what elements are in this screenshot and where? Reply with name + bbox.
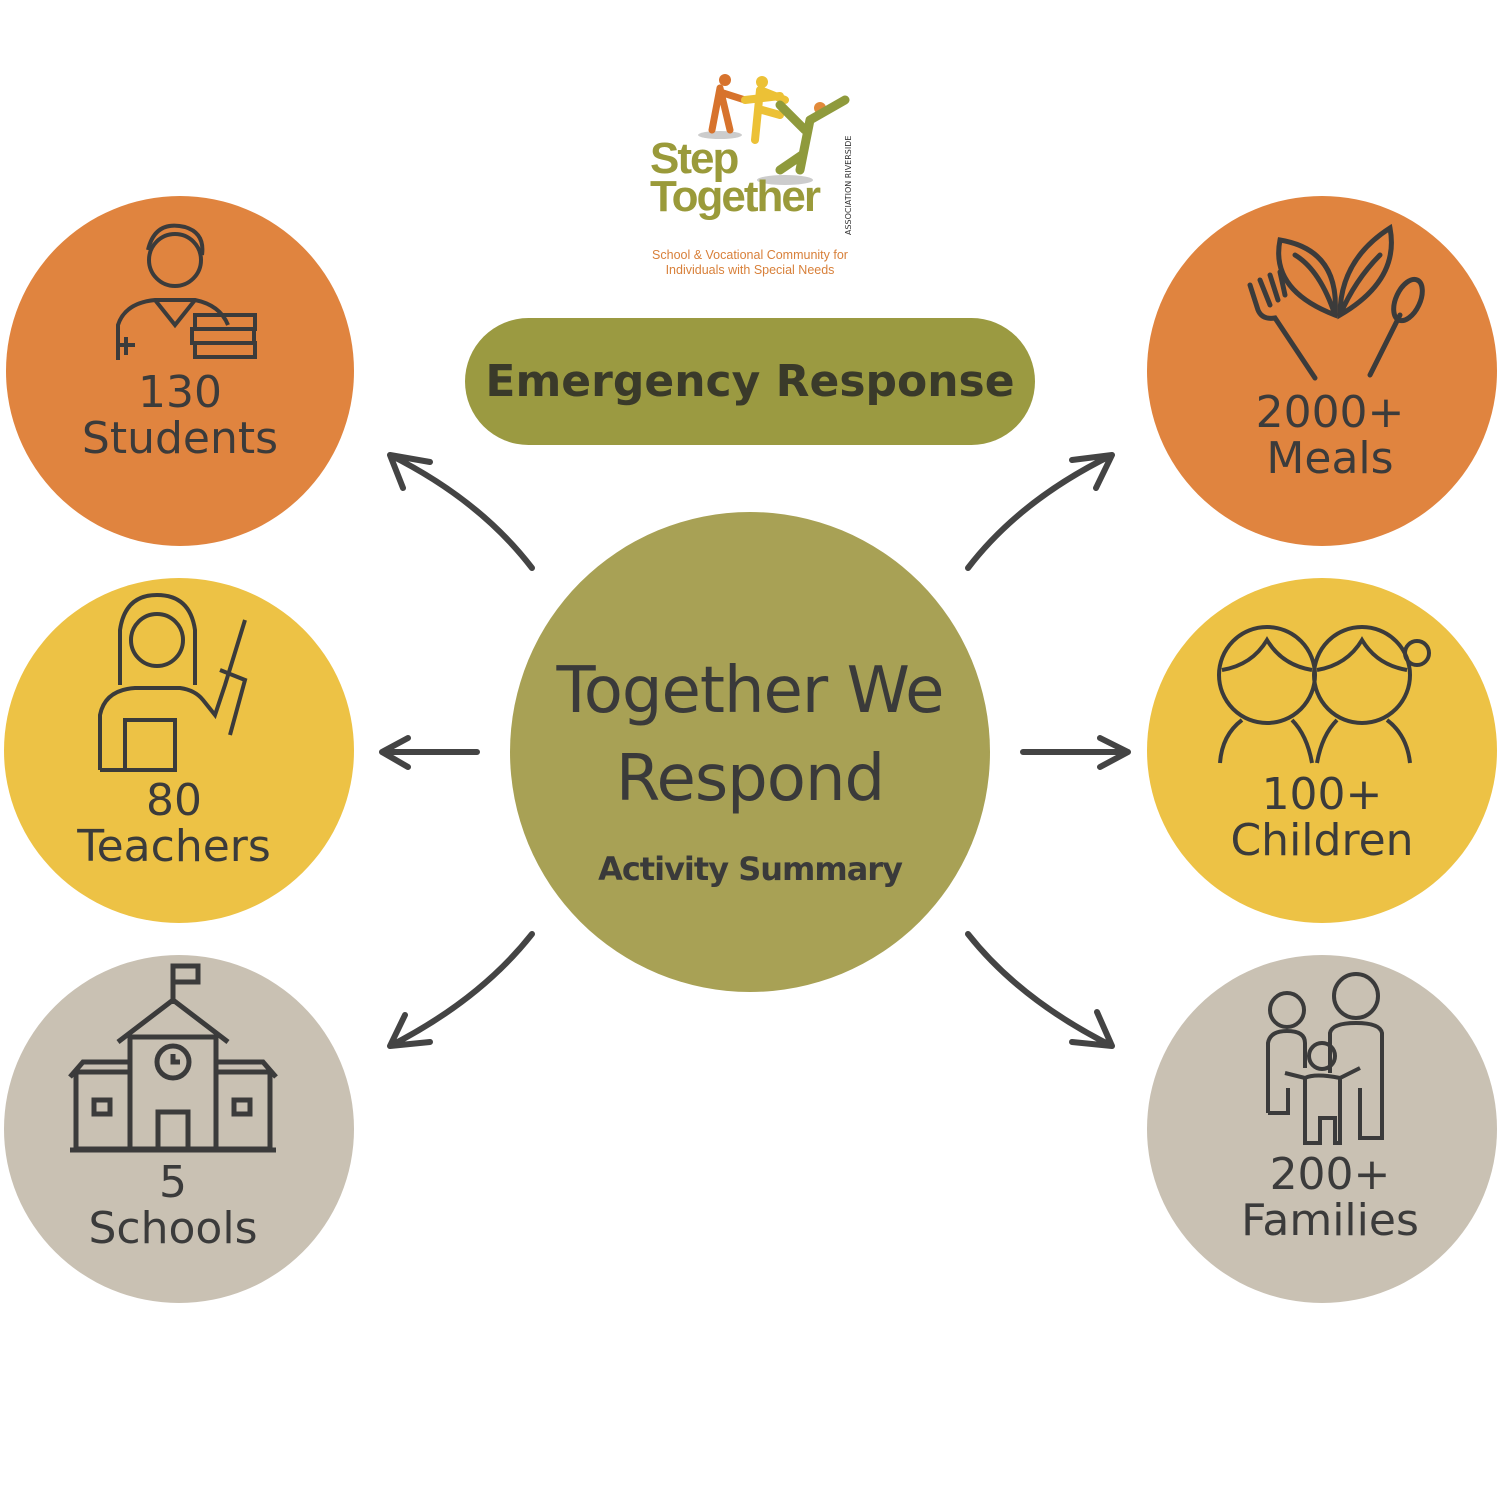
center-title: Together We Respond [556, 654, 945, 816]
arrow-meals [965, 452, 1115, 571]
logo-figures-icon [698, 74, 850, 185]
center-subtitle: Activity Summary [598, 850, 903, 888]
schools-circle [4, 955, 354, 1303]
student-icon [116, 223, 257, 360]
teacher-icon [98, 592, 248, 772]
arrow-schools [387, 931, 535, 1049]
meal-icon [1247, 223, 1425, 381]
family-icon [1266, 972, 1384, 1145]
center-circle: Together We Respond Activity Summary [510, 512, 990, 992]
students-circle [6, 196, 354, 546]
step-together-logo: Step Together ASSOCIATION RIVERSIDE Scho… [620, 60, 880, 290]
arrow-children [1020, 735, 1131, 770]
arrow-families [965, 931, 1115, 1049]
school-icon [68, 963, 278, 1153]
emergency-response-banner: Emergency Response [465, 318, 1035, 445]
meals-circle [1147, 196, 1497, 546]
children-stat: 100+Children [1230, 769, 1414, 866]
logo-tagline: School & Vocational Community for Indivi… [652, 248, 848, 277]
children-icon [1217, 625, 1431, 764]
families-stat: 200+Families [1241, 1149, 1419, 1246]
teachers-circle [4, 578, 354, 923]
arrow-students [387, 452, 535, 571]
arrow-teachers [379, 735, 480, 770]
meals-stat: 2000+Meals [1255, 387, 1405, 484]
